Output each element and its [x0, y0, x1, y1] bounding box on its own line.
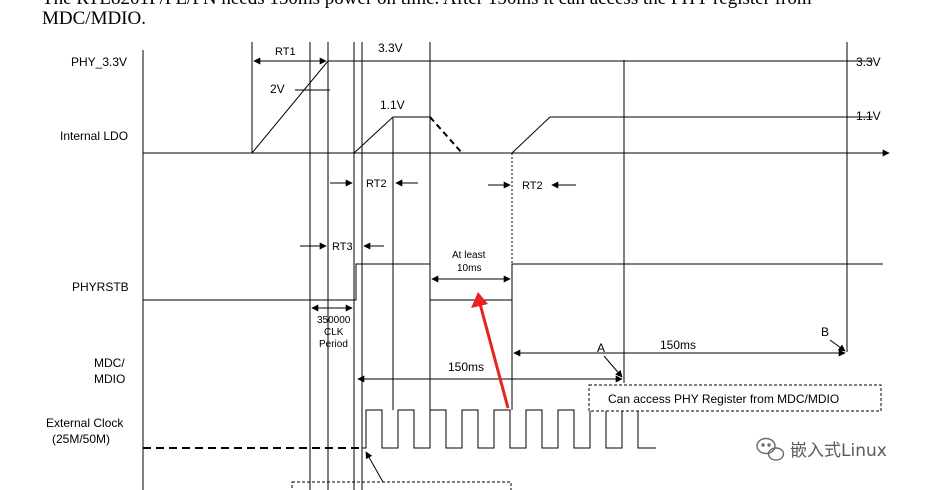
clk350-label-2: CLK [324, 327, 344, 338]
v33-right-label: 3.3V [856, 55, 881, 69]
atleast-label-2: 10ms [457, 263, 481, 274]
signal-label-ldo: Internal LDO [60, 129, 128, 143]
ldo-falling-dashed [429, 116, 463, 154]
bottom-note-pointer [365, 451, 384, 483]
clock-waveform [362, 409, 656, 449]
intro-paragraph: The RTL8201F/FL/FN needs 150ms power on … [42, 0, 922, 29]
v11-left-label: 1.1V [380, 98, 405, 112]
watermark: 嵌入式Linux [756, 437, 887, 461]
v2-label: 2V [270, 82, 285, 96]
clk350-label-3: Period [319, 339, 348, 350]
v11-right-label: 1.1V [856, 109, 881, 123]
ms150-left-label: 150ms [448, 360, 484, 374]
red-annotation-arrow-head [471, 292, 488, 308]
signal-label-mdc: MDC/ [94, 356, 125, 370]
access-register-text: Can access PHY Register from MDC/MDIO [608, 392, 839, 406]
point-b-label: B [821, 325, 829, 339]
signal-label-mdio: MDIO [94, 372, 125, 386]
timing-reference-lines [251, 42, 848, 490]
bottom-note-box [291, 481, 512, 490]
point-a-pointer [603, 355, 623, 378]
signal-label-phyrstb: PHYRSTB [72, 280, 129, 294]
phyrstb-waveform [143, 263, 883, 301]
ms150-right-label: 150ms [660, 338, 696, 352]
rt2-right-label: RT2 [522, 180, 543, 192]
atleast-label-1: At least [452, 250, 486, 261]
access-register-box [588, 384, 882, 412]
intro-line-2: MDC/MDIO. [42, 8, 146, 29]
point-b-pointer [829, 339, 846, 352]
rt1-label: RT1 [275, 46, 296, 58]
clk350-label-1: 350000 [317, 315, 351, 326]
intro-line-1: The RTL8201F/FL/FN needs 150ms power on … [42, 0, 922, 9]
signal-label-phy33: PHY_3.3V [71, 55, 127, 69]
signal-label-clock-rate: (25M/50M) [52, 432, 110, 446]
wechat-icon [756, 437, 785, 461]
watermark-text: 嵌入式Linux [790, 441, 887, 461]
point-a-label: A [597, 341, 605, 355]
ldo-waveform-first [353, 116, 430, 154]
phy33-waveform [251, 60, 873, 154]
rt3-label: RT3 [332, 241, 353, 253]
v33-left-label: 3.3V [378, 41, 403, 55]
signal-label-clock: External Clock [46, 416, 124, 430]
rt2-left-label: RT2 [366, 178, 387, 190]
ldo-waveform-second [511, 116, 873, 154]
red-annotation-arrow-shaft [477, 299, 510, 409]
